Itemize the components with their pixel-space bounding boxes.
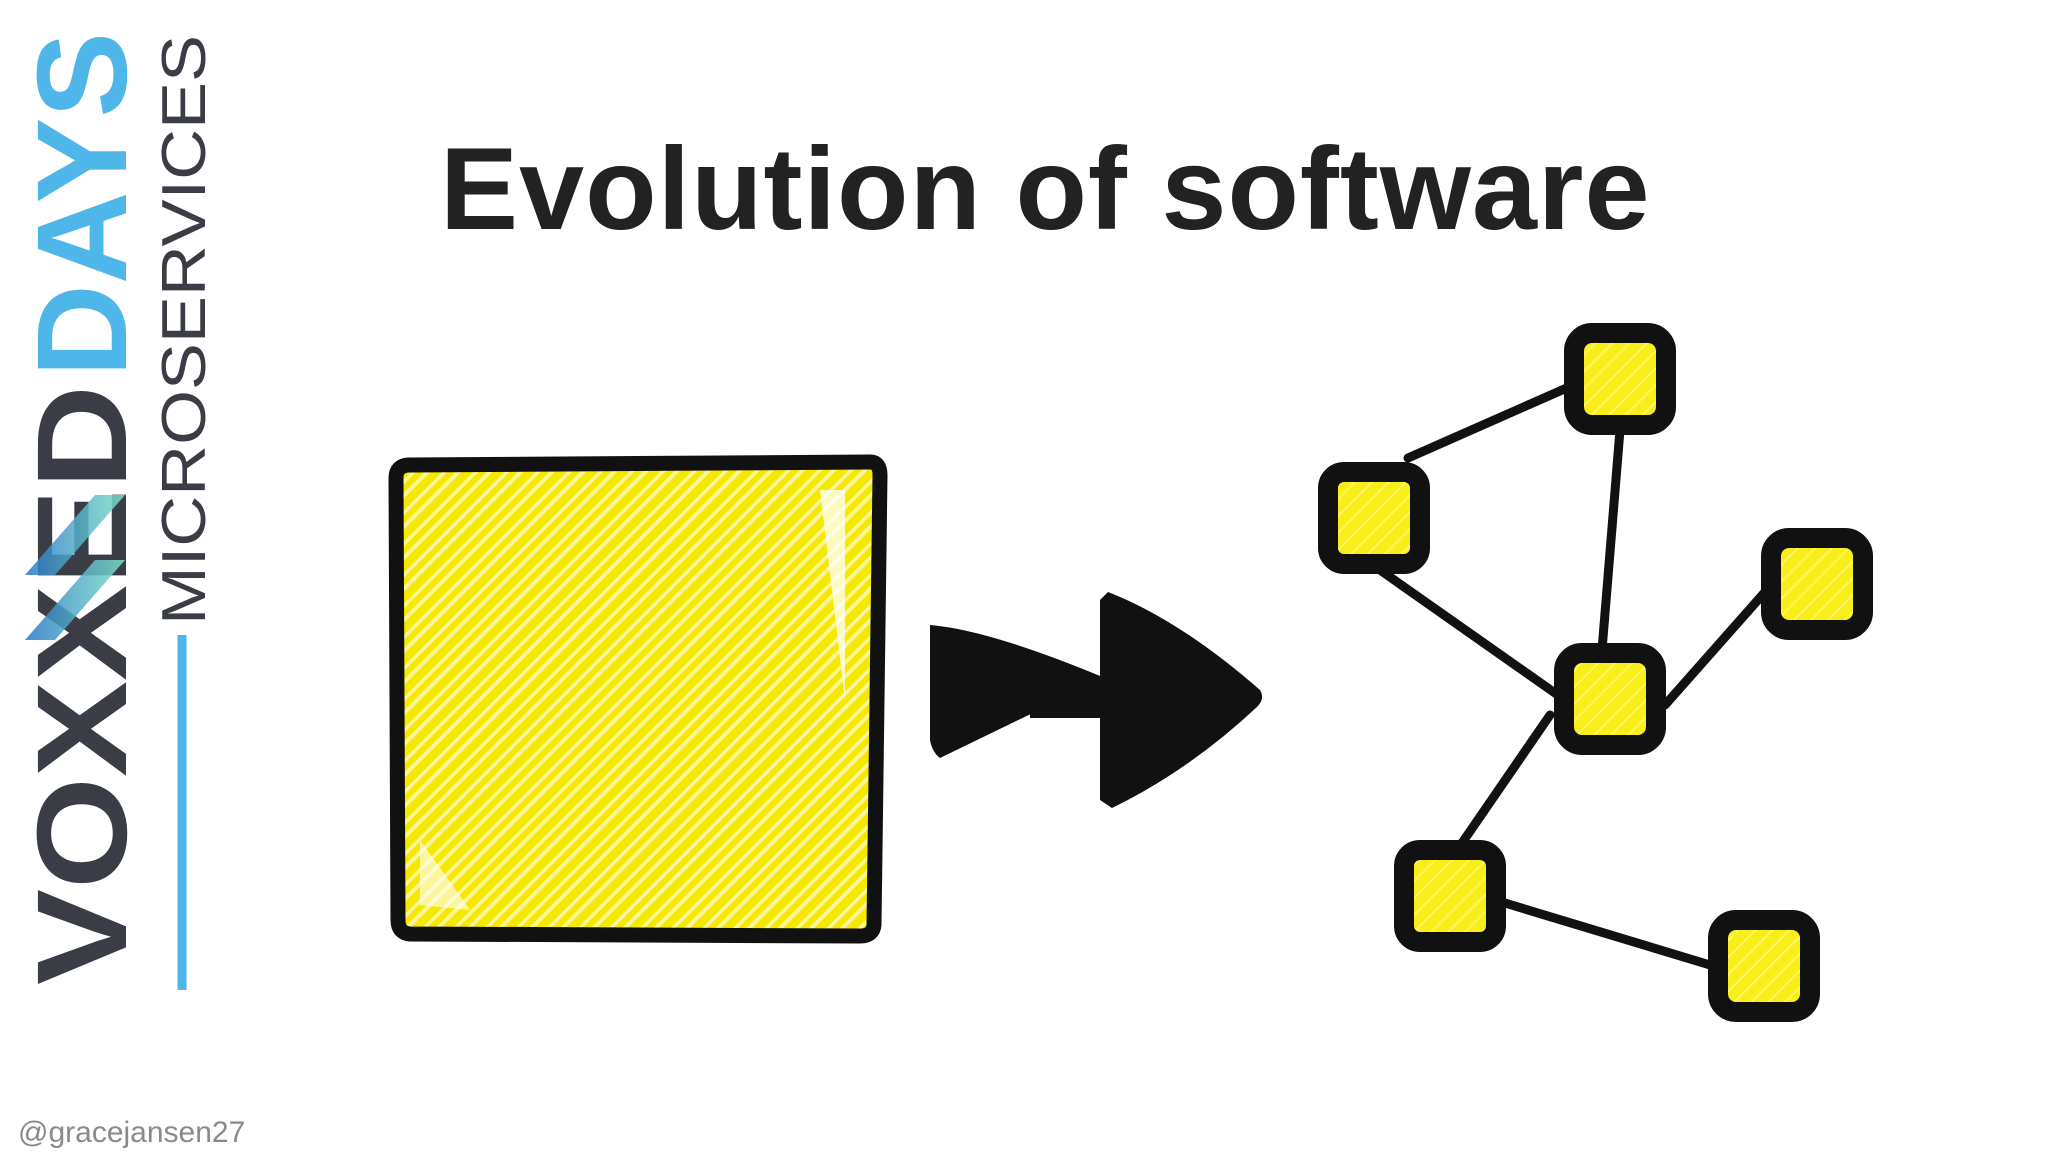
- logo-x-accent: [25, 495, 125, 640]
- microservice-nodes: [1318, 323, 1873, 1022]
- microservice-node-center: [1554, 643, 1666, 755]
- voxxed-days-microservices-logo: VOXXED DAYS MICROSERVICES: [11, 32, 219, 990]
- microservice-node-top: [1564, 323, 1676, 435]
- double-triangle-arrow: [930, 592, 1263, 808]
- slide-title: Evolution of software: [440, 123, 1651, 254]
- microservice-node-bottom-right: [1708, 910, 1820, 1022]
- connection-6: [1490, 895, 1725, 973]
- logo-voxxed-text: VOXXED: [11, 385, 154, 985]
- connection-2: [1597, 425, 1625, 655]
- connection-3: [1375, 565, 1577, 710]
- connection-4: [1660, 587, 1770, 710]
- microservice-connections: [1375, 378, 1770, 973]
- logo-microservices-text: MICROSERVICES: [150, 35, 219, 625]
- monolith-box: [388, 454, 888, 944]
- microservice-node-right: [1761, 528, 1873, 640]
- author-handle: @gracejansen27: [18, 1116, 246, 1149]
- microservice-node-bottom-left: [1394, 840, 1506, 952]
- logo-days-text: DAYS: [11, 32, 154, 377]
- connection-1: [1403, 378, 1583, 463]
- microservice-node-left: [1318, 462, 1430, 574]
